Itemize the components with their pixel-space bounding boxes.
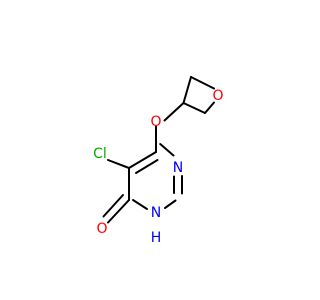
- bond-c5-c6: [128, 151, 157, 169]
- bond-c5-cl: [107, 159, 130, 169]
- bond-c2-n3: [164, 199, 177, 209]
- bond-oxetane-4: [182, 102, 206, 114]
- bond-oxetane-1: [182, 76, 192, 104]
- carbonyl-oxygen-label: O: [96, 221, 107, 237]
- bond-oxetane-2: [190, 76, 215, 90]
- bond-n3-c4: [132, 199, 148, 210]
- bond-c4-o-keto: [107, 199, 130, 224]
- molecule-structure: Cl O O N N H O: [93, 76, 224, 246]
- ether-oxygen-label: O: [150, 114, 161, 130]
- bond-c4-o-keto-double: [102, 194, 124, 218]
- molecule-canvas: Cl O O N N H O: [93, 76, 224, 246]
- nh-hydrogen-label: H: [151, 230, 162, 246]
- ring-nitrogen-label: N: [173, 160, 183, 176]
- chlorine-atom-label: Cl: [93, 146, 107, 162]
- bond-o-ether-ch: [163, 102, 185, 122]
- bond-c6-n1: [159, 143, 175, 157]
- bond-oxetane-3: [204, 101, 215, 114]
- nh-nitrogen-label: N: [151, 205, 161, 221]
- bond-c5-c6-double: [135, 159, 159, 174]
- oxetane-oxygen-label: O: [212, 88, 223, 104]
